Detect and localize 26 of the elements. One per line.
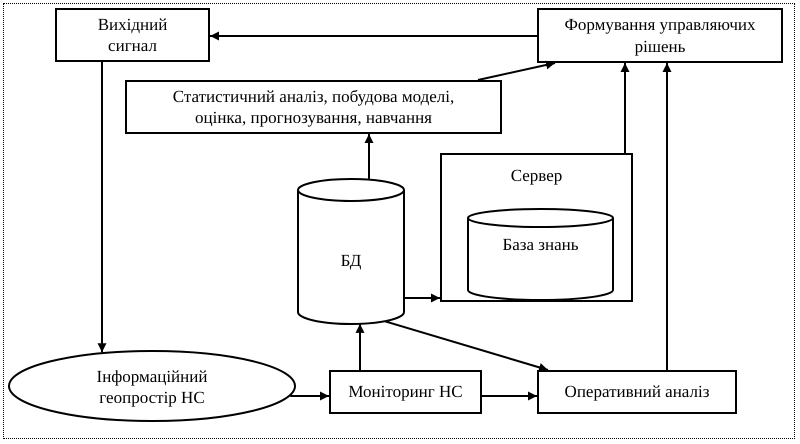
arrow bbox=[356, 324, 364, 370]
node-label: Моніторинг НС bbox=[348, 381, 463, 403]
node-label: Оперативний аналіз bbox=[564, 381, 710, 403]
arrow bbox=[210, 32, 537, 40]
arrow bbox=[478, 60, 556, 81]
arrow bbox=[620, 63, 630, 153]
node-label: Сервер bbox=[510, 165, 562, 186]
process-box bbox=[125, 80, 502, 134]
arrow bbox=[98, 62, 106, 352]
arrow bbox=[290, 392, 329, 400]
node-label: Вихідний сигнал bbox=[96, 14, 168, 56]
node-label: База знань bbox=[502, 234, 579, 256]
arrow bbox=[364, 134, 374, 179]
process-box bbox=[537, 370, 737, 414]
arrow bbox=[662, 63, 672, 370]
process-box bbox=[329, 370, 482, 414]
arrow bbox=[405, 294, 440, 302]
node-label: Інформаційний геопростір НС bbox=[96, 366, 208, 408]
process-box bbox=[440, 153, 633, 302]
node-label: Статистичний аналіз, побудова моделі, оцінка, прогнозування, навчання bbox=[172, 86, 456, 128]
node-label: Формування управляючих рішень bbox=[564, 14, 756, 57]
process-box bbox=[55, 8, 210, 62]
arrow bbox=[482, 392, 537, 400]
process-box bbox=[537, 8, 783, 63]
node-label: БД bbox=[340, 250, 362, 272]
arrow bbox=[384, 320, 548, 372]
